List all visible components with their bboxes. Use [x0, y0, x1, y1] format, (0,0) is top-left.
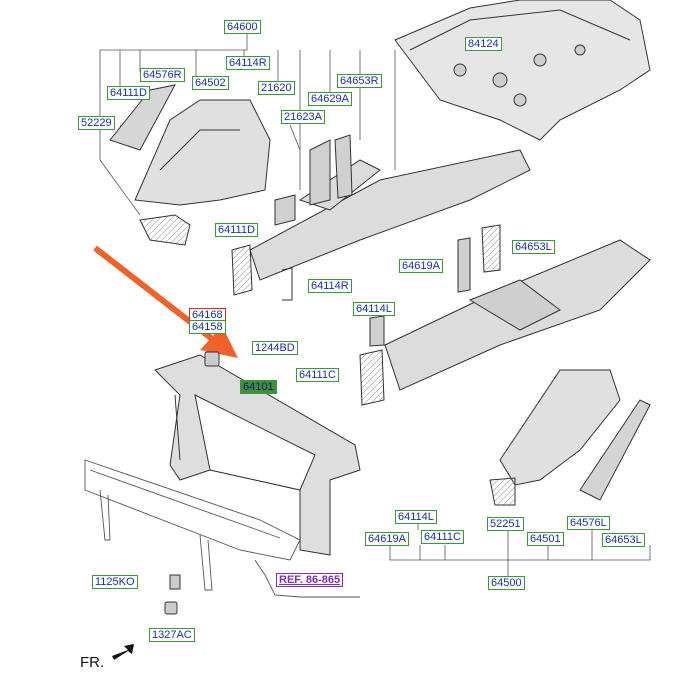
callout-1244BD[interactable]: 1244BD	[252, 341, 298, 355]
callout-1125KO[interactable]: 1125KO	[92, 575, 138, 589]
callout-84124[interactable]: 84124	[465, 37, 502, 51]
front-direction-label: FR.	[80, 654, 105, 671]
callout-64576L[interactable]: 64576L	[567, 516, 610, 530]
callout-64619A-upper[interactable]: 64619A	[399, 259, 443, 273]
callout-64111C-upper[interactable]: 64111C	[296, 368, 339, 382]
front-direction-arrow-icon	[112, 644, 134, 660]
callout-64111D[interactable]: 64111D	[215, 223, 258, 237]
callout-64101[interactable]: 64101	[240, 380, 277, 394]
callout-64629A[interactable]: 64629A	[308, 92, 352, 106]
callout-21623A[interactable]: 21623A	[281, 110, 325, 124]
callout-64501[interactable]: 64501	[527, 532, 564, 546]
callout-64111C[interactable]: 64111C	[421, 530, 464, 544]
callout-64600[interactable]: 64600	[224, 20, 261, 34]
callout-64158[interactable]: 64158	[189, 320, 226, 334]
leader-lines-lower-right	[389, 520, 651, 578]
callout-1327AC[interactable]: 1327AC	[149, 628, 195, 642]
callout-64653L[interactable]: 64653L	[602, 533, 645, 547]
callout-64500[interactable]: 64500	[488, 576, 525, 590]
radiator-support-part	[154, 354, 361, 556]
lower-side-member	[359, 224, 651, 406]
callout-64619A[interactable]: 64619A	[365, 532, 409, 546]
callout-21620[interactable]: 21620	[258, 81, 295, 95]
callout-64114R-top[interactable]: 64114R	[226, 56, 270, 70]
callout-64576R[interactable]: 64576R	[140, 68, 185, 82]
upper-side-member	[231, 134, 531, 301]
callout-64653L-upper[interactable]: 64653L	[512, 240, 555, 254]
callout-52251[interactable]: 52251	[487, 517, 524, 531]
callout-64653R[interactable]: 64653R	[337, 74, 382, 88]
callout-64114L-upper[interactable]: 64114L	[353, 302, 395, 316]
highlight-arrow	[93, 245, 238, 358]
callout-64111D-top[interactable]: 64111D	[107, 86, 150, 100]
callout-64114R[interactable]: 64114R	[308, 279, 352, 293]
bumper-beam-part	[84, 459, 360, 598]
callout-64502[interactable]: 64502	[192, 76, 229, 90]
callout-52229[interactable]: 52229	[78, 116, 115, 130]
callout-64114L[interactable]: 64114L	[395, 510, 437, 524]
bolt-part	[164, 351, 220, 615]
ref-link-86-865[interactable]: REF. 86-865	[276, 573, 344, 587]
dash-panel-part	[394, 0, 651, 141]
fender-apron-part	[109, 84, 271, 246]
lower-right-apron	[489, 369, 651, 506]
